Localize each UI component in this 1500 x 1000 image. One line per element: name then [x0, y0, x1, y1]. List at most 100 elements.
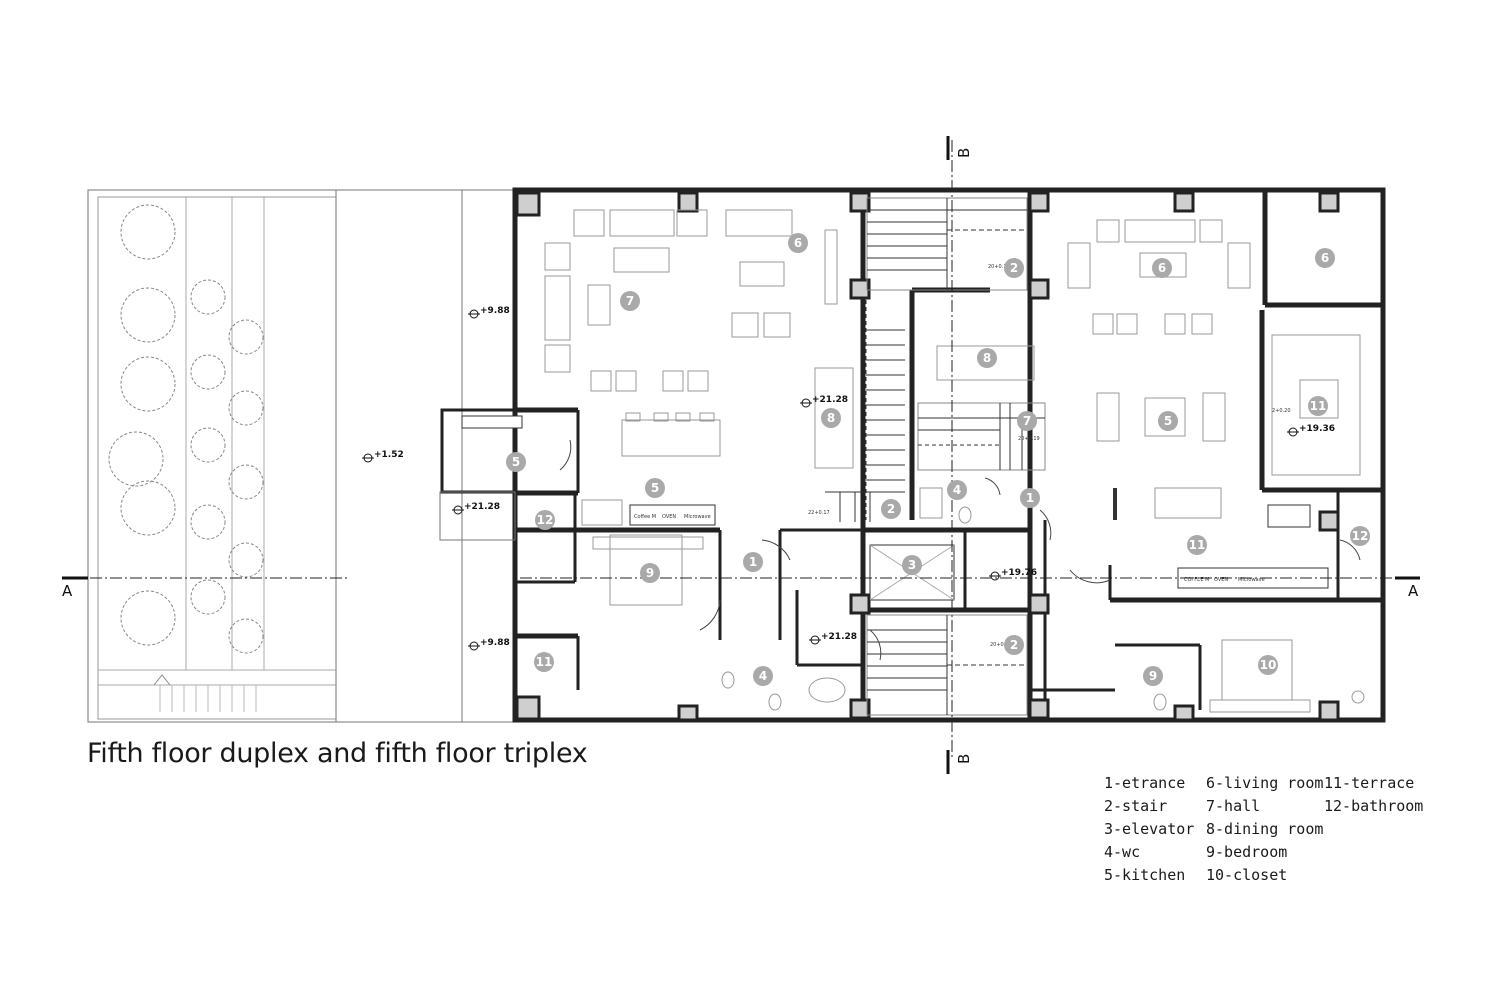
room-tag: 11 — [1308, 396, 1328, 416]
site-boundary — [87, 189, 1386, 723]
room-tag-label: 2 — [1010, 261, 1018, 275]
appliance-label: Microwave — [1238, 577, 1265, 583]
legend-item: 6-living room — [1206, 774, 1324, 792]
room-tag: 6 — [1315, 248, 1335, 268]
tree-icon — [120, 480, 176, 536]
room-tag-circle — [977, 348, 997, 368]
room-tag: 5 — [1158, 411, 1178, 431]
room-tag-circle — [753, 666, 773, 686]
section-mark-b-bottom: B — [955, 754, 973, 764]
room-tag-label: 11 — [1189, 538, 1206, 552]
room-tag-circle — [1017, 411, 1037, 431]
svg-text:+9.88: +9.88 — [480, 306, 510, 316]
stair-bottom — [866, 614, 1028, 716]
section-mark-b-top: B — [955, 148, 973, 158]
section-lines — [70, 140, 1400, 760]
shrub-icon — [190, 279, 226, 315]
room-tag: 8 — [977, 348, 997, 368]
svg-text:+19.76: +19.76 — [1001, 568, 1037, 578]
room-tag-label: 7 — [626, 294, 634, 308]
room-tag: 5 — [645, 478, 665, 498]
level-markers: +9.88 +1.52 +21.28 +9.88 +21.28 +21.28 +… — [362, 306, 1335, 651]
room-tag: 9 — [1143, 666, 1163, 686]
shrub-icon — [190, 504, 226, 540]
drawing-title: Fifth floor duplex and fifth floor tripl… — [87, 738, 588, 769]
room-tag-label: 9 — [1149, 669, 1157, 683]
room-tag: 1 — [1020, 488, 1040, 508]
svg-text:20+0.19: 20+0.19 — [1018, 436, 1040, 442]
level-marker: +21.28 — [452, 502, 500, 515]
legend-item: 4-wc — [1104, 843, 1141, 861]
door-swings — [559, 439, 1361, 661]
room-tag-label: 9 — [646, 566, 654, 580]
room-tag: 6 — [1152, 258, 1172, 278]
legend-column-3: 11-terrace 12-bathroom — [1324, 772, 1423, 818]
room-tag: 11 — [534, 652, 554, 672]
room-tag-circle — [1350, 526, 1370, 546]
room-tag-circle — [1258, 655, 1278, 675]
shrub-icon — [190, 354, 226, 390]
columns — [515, 191, 1340, 722]
appliance-label: OVEN — [1214, 577, 1228, 583]
room-tag-circle — [1004, 635, 1024, 655]
svg-text:2+0.20: 2+0.20 — [1272, 408, 1291, 414]
room-tag-circle — [881, 499, 901, 519]
furniture — [544, 209, 1365, 713]
room-tag-circle — [645, 478, 665, 498]
section-markers — [62, 136, 1420, 774]
room-tag: 4 — [753, 666, 773, 686]
legend-item: 3-elevator — [1104, 820, 1195, 838]
shrub-icon — [190, 579, 226, 615]
svg-text:+9.88: +9.88 — [480, 638, 510, 648]
legend-item: 10-closet — [1206, 866, 1288, 884]
room-tag-label: 6 — [1158, 261, 1166, 275]
room-tag-label: 2 — [1010, 638, 1018, 652]
room-tag: 11 — [1187, 535, 1207, 555]
tree-icon — [120, 204, 176, 260]
room-tag-circle — [743, 552, 763, 572]
room-tag-label: 10 — [1260, 658, 1277, 672]
room-tag-label: 4 — [759, 669, 767, 683]
room-tag: 2 — [881, 499, 901, 519]
room-tag: 1 — [743, 552, 763, 572]
room-tag-label: 6 — [1321, 251, 1329, 265]
level-marker: +21.28 — [800, 395, 848, 408]
room-tag: 3 — [902, 555, 922, 575]
level-marker: +1.52 — [362, 450, 404, 463]
room-tag-circle — [1143, 666, 1163, 686]
appliance-label: OVEN — [662, 514, 676, 520]
svg-text:+19.36: +19.36 — [1299, 424, 1335, 434]
tree-icon — [120, 356, 176, 412]
room-tag-circle — [788, 233, 808, 253]
legend-column-2: 6-living room 7-hall 8-dining room 9-bed… — [1206, 772, 1323, 887]
room-tag-label: 1 — [1026, 491, 1034, 505]
room-tag-label: 5 — [512, 455, 520, 469]
room-tag-circle — [1315, 248, 1335, 268]
room-tag-label: 12 — [537, 513, 554, 527]
room-tag-label: 1 — [749, 555, 757, 569]
room-tag-label: 3 — [908, 558, 916, 572]
shrub-icon — [228, 464, 264, 500]
room-tag-label: 5 — [651, 481, 659, 495]
room-tag: 4 — [947, 480, 967, 500]
room-tag-circle — [640, 563, 660, 583]
svg-text:20+0.19: 20+0.19 — [990, 642, 1012, 648]
appliance-label: Microwave — [684, 514, 711, 520]
room-tag-circle — [1020, 488, 1040, 508]
room-tag: 2 — [1004, 635, 1024, 655]
shrub-icon — [228, 542, 264, 578]
room-tag-label: 11 — [536, 655, 553, 669]
tree-icon — [108, 431, 164, 487]
shrub-icon — [228, 390, 264, 426]
level-marker: +19.76 — [989, 568, 1037, 581]
room-tag: 10 — [1258, 655, 1278, 675]
legend-item: 7-hall — [1206, 797, 1261, 815]
section-mark-a-right: A — [1408, 582, 1419, 600]
room-tag-label: 11 — [1310, 399, 1327, 413]
level-marker: +9.88 — [468, 638, 510, 651]
svg-text:20+0.19: 20+0.19 — [988, 264, 1010, 270]
shrub-icon — [190, 427, 226, 463]
level-marker: +9.88 — [468, 306, 510, 319]
room-tag-label: 6 — [794, 236, 802, 250]
